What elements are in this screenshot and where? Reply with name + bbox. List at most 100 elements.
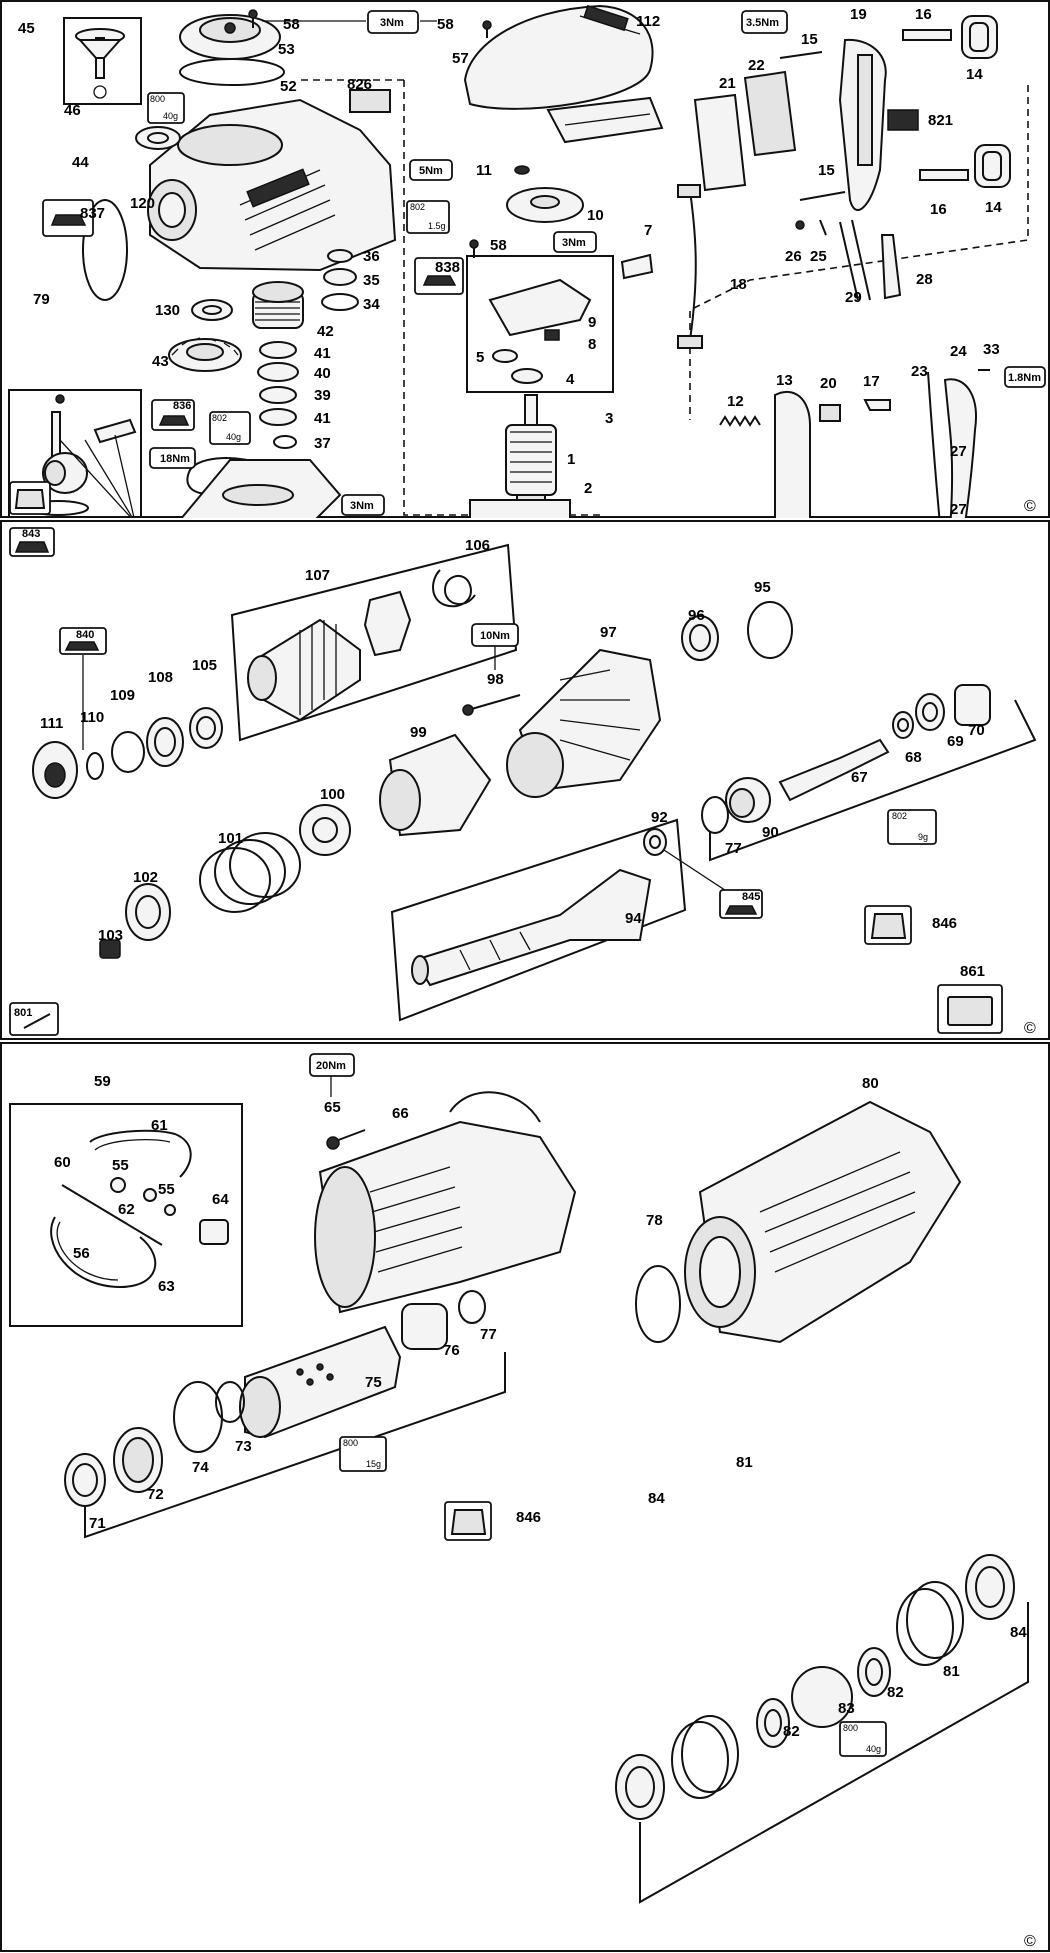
callout-110: 110 <box>80 709 104 726</box>
callout-66: 66 <box>392 1105 409 1122</box>
svg-text:3Nm: 3Nm <box>350 500 374 512</box>
top-housing-57 <box>463 4 654 110</box>
copyright-panel-3: © <box>1024 1933 1036 1950</box>
piston-assembly-47-50 <box>27 394 137 516</box>
o-ring-77-panel-3 <box>458 1290 486 1324</box>
gear-42 <box>252 281 304 329</box>
grease-box-802-40g: 802 40g <box>209 411 251 445</box>
callout-61: 61 <box>151 1117 168 1134</box>
callout-94: 94 <box>625 910 642 927</box>
callout-106: 106 <box>465 537 490 554</box>
damper-14-top <box>961 15 998 59</box>
rod-16-top <box>902 29 952 41</box>
callout-102: 102 <box>133 869 158 886</box>
ring-84-top <box>965 1554 1015 1620</box>
bearing-130 <box>191 299 233 321</box>
callout-90: 90 <box>762 824 779 841</box>
o-ring-73 <box>215 1381 245 1423</box>
svg-text:802: 802 <box>892 811 907 821</box>
brush-holder-3 <box>488 278 592 384</box>
bag-icon-846-panel-2 <box>864 905 912 945</box>
svg-text:18Nm: 18Nm <box>160 453 190 465</box>
callout-46: 46 <box>64 102 81 119</box>
callout-107: 107 <box>305 567 330 584</box>
callout-76: 76 <box>443 1342 460 1359</box>
callout-56: 56 <box>73 1245 90 1262</box>
kit-box-845: 845 <box>719 889 763 919</box>
callout-63: 63 <box>158 1278 175 1295</box>
callout-33-a: 33 <box>983 341 1000 358</box>
callout-846-panel-3: 846 <box>516 1509 541 1526</box>
spring-81-top <box>896 1581 964 1666</box>
callout-112: 112 <box>636 13 660 30</box>
callout-67: 67 <box>851 769 868 786</box>
callout-17-a: 17 <box>863 373 880 390</box>
o-ring-77 <box>701 796 729 834</box>
svg-text:840: 840 <box>76 629 94 641</box>
ring-82-bottom <box>756 1698 790 1748</box>
callout-120: 120 <box>130 195 155 212</box>
panel-2-svg: 843 840 <box>0 520 1050 1040</box>
callout-80: 80 <box>862 1075 879 1092</box>
ring-72 <box>113 1427 163 1493</box>
fan-10 <box>506 187 584 223</box>
small-parts-25-29 <box>795 219 902 301</box>
spring-81-bottom <box>671 1715 739 1799</box>
callout-labels-panel-2: 106 107 95 97 96 98 111 110 109 108 105 … <box>40 537 985 980</box>
callout-84-a: 84 <box>1010 1624 1027 1641</box>
callout-70: 70 <box>968 722 985 739</box>
tool-holder-94 <box>411 868 652 987</box>
callout-37: 37 <box>314 435 331 452</box>
svg-text:800: 800 <box>843 1723 858 1733</box>
bracket-67-90 <box>709 699 1037 862</box>
inset-box-94 <box>390 818 687 1022</box>
panel-3-svg: 20Nm 800 15g <box>0 1042 1050 1952</box>
callout-12-a: 12 <box>727 393 744 410</box>
callout-74: 74 <box>192 1459 209 1476</box>
callout-34: 34 <box>363 296 380 313</box>
callout-836: 836 <box>173 400 191 412</box>
callout-82-b: 82 <box>783 1723 800 1740</box>
callout-11: 11 <box>476 162 492 179</box>
field-stator-2 <box>469 499 571 518</box>
inset-box-107 <box>230 543 518 742</box>
cylinder-75 <box>239 1325 402 1439</box>
callout-10: 10 <box>587 207 604 224</box>
svg-text:15g: 15g <box>366 1459 381 1469</box>
gear-43 <box>168 337 242 372</box>
armature-1 <box>505 394 557 516</box>
inset-box-59 <box>9 1103 243 1327</box>
callout-68: 68 <box>905 749 922 766</box>
cylinder-76 <box>401 1303 448 1350</box>
callout-28: 28 <box>916 271 933 288</box>
ring-109 <box>111 731 145 773</box>
svg-text:40g: 40g <box>163 111 178 121</box>
svg-text:5Nm: 5Nm <box>419 165 443 177</box>
gear-housing-44 <box>147 98 397 272</box>
inset-box-45 <box>63 17 142 105</box>
bushing-70 <box>954 684 991 726</box>
callout-27-b: 27 <box>950 501 967 518</box>
callout-62: 62 <box>118 1201 135 1218</box>
svg-text:3.5Nm: 3.5Nm <box>746 17 779 29</box>
svg-text:10Nm: 10Nm <box>480 630 510 642</box>
torque-box-18nm: 18Nm <box>149 447 196 469</box>
callout-826: 826 <box>347 76 372 93</box>
callout-27-a: 27 <box>950 443 967 460</box>
bracket-81-84 <box>639 1602 1029 1904</box>
ring-84-bottom <box>615 1754 665 1820</box>
callout-75: 75 <box>365 1374 382 1391</box>
torque-box-20nm: 20Nm <box>309 1053 355 1077</box>
callout-5: 5 <box>476 349 484 366</box>
diagram-panel-1: 45 46 53 52 58 58 57 112 15 19 16 14 826… <box>0 0 1050 518</box>
svg-text:801: 801 <box>14 1007 32 1019</box>
callout-103: 103 <box>98 927 123 944</box>
callout-18: 18 <box>730 276 747 293</box>
sleeve-83 <box>791 1666 853 1728</box>
side-handle-assembly-59 <box>50 1129 229 1289</box>
spindle-part-45 <box>75 28 125 99</box>
torque-box-3nm-b: 3Nm <box>553 231 597 253</box>
housing-80 <box>684 1100 962 1344</box>
callout-78: 78 <box>646 1212 663 1229</box>
callout-42: 42 <box>317 323 334 340</box>
